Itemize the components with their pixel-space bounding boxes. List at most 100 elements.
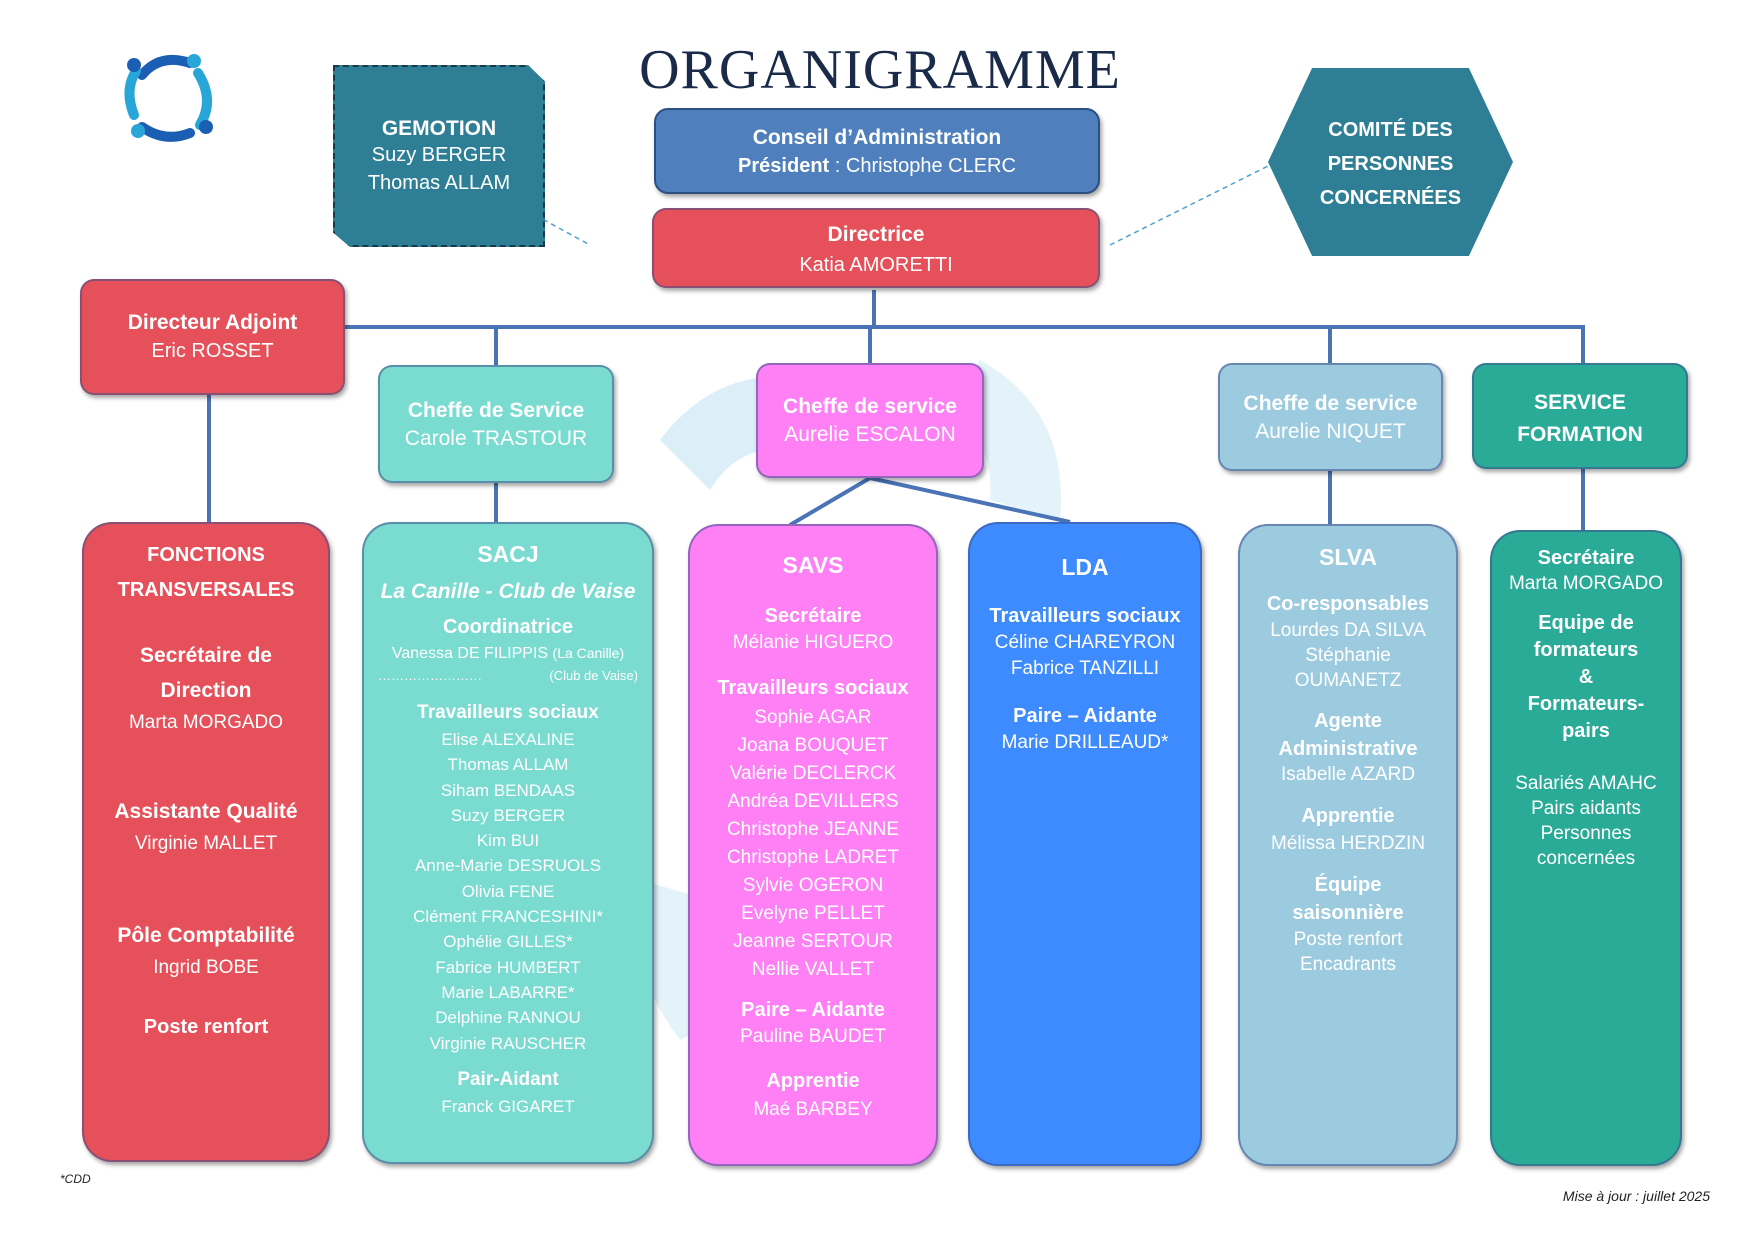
person-name: Christophe JEANNE [726,819,900,840]
person-name: Marie LABARRE* [441,982,575,1002]
person-name: Virginie RAUSCHER [429,1033,587,1053]
person-name: Sophie AGAR [754,707,872,728]
formation-item: Personnes [1540,823,1632,844]
app-name: Mélissa HERDZIN [1270,833,1426,854]
ts-title: Travailleurs sociaux [417,702,599,723]
sec-title: Secrétaire [764,605,862,627]
person-name: Céline CHAREYRON [994,632,1176,653]
adjoint-title: Directeur Adjoint [127,311,298,334]
cheffe-trastour-box: Cheffe de Service Carole TRASTOUR [378,365,614,483]
person-name: Delphine RANNOU [435,1008,581,1028]
formation-item: Pairs aidants [1531,798,1641,819]
cheffe-title: Cheffe de service [783,395,957,418]
comite-line: COMITÉ DES [1328,119,1453,141]
person-name: Jeanne SERTOUR [733,931,893,952]
fonctions-column: FONCTIONS TRANSVERSALES Secrétaire de Di… [82,522,330,1162]
person-name: Evelyne PELLET [741,903,885,924]
pair-title: Paire – Aidante [1013,705,1157,727]
savs-column: SAVS Secrétaire Mélanie HIGUERO Travaill… [688,524,938,1166]
equipe-title: formateurs [1533,639,1639,661]
person-name: Olivia FENE [461,881,555,901]
equipe-item: Poste renfort [1293,929,1403,950]
lda-title: LDA [1061,554,1109,580]
connector-cheffe-sacj [494,482,498,524]
pair-title: Pair-Aidant [457,1068,559,1090]
slva-column: SLVA Co-responsables Lourdes DA SILVA Sté… [1238,524,1458,1166]
gemotion-title: GEMOTION [381,117,497,140]
equipe-title: & [1578,666,1594,688]
person-name: Valérie DECLERCK [729,763,897,784]
pair-name: Franck GIGARET [441,1096,575,1116]
equipe-title: Equipe de [1538,612,1634,634]
pair-name: Marie DRILLEAUD* [1001,732,1169,753]
person-name: Nellie VALLET [751,959,875,980]
conseil-box: Conseil d’Administration Président : Chr… [654,108,1100,194]
directrice-box: Directrice Katia AMORETTI [652,208,1100,288]
person-name: Suzy BERGER [450,805,566,825]
cheffe-name: Aurelie NIQUET [1255,420,1406,443]
gemotion-person: Suzy BERGER [371,144,507,166]
qualite-title: Assistante Qualité [114,800,298,823]
slva-title: SLVA [1319,544,1377,570]
formation-item: Salariés AMAHC [1515,773,1657,794]
person-name: Sylvie OGERON [742,875,884,896]
coord-title: Coordinatrice [442,616,574,638]
compta-title: Pôle Comptabilité [117,924,295,947]
cheffe-title: Cheffe de service [1243,392,1418,415]
cheffe-niquet-box: Cheffe de service Aurelie NIQUET [1218,363,1443,471]
ts-title: Travailleurs sociaux [989,605,1181,627]
adjoint-box: Directeur Adjoint Eric ROSSET [80,279,345,395]
person-name: Stéphanie [1305,645,1391,666]
cheffe-name: Carole TRASTOUR [404,427,588,450]
person-name: Lourdes DA SILVA [1270,620,1426,641]
club-note: (Club de Vaise) [549,668,638,683]
secretaire-name: Marta MORGADO [128,712,284,733]
comite-line: CONCERNÉES [1319,187,1462,209]
connector-horizontal [345,325,1585,329]
connector-sacj [494,325,498,367]
pair-title: Paire – Aidante [741,999,885,1021]
sec-title: Secrétaire [1537,547,1635,569]
person-name: Clément FRANCESHINI* [413,907,603,927]
formation-column: Secrétaire Marta MORGADO Equipe de forma… [1490,530,1682,1166]
app-title: Apprentie [766,1070,860,1092]
cheffe-name: Aurelie ESCALON [784,423,956,446]
equipe-title: saisonnière [1292,902,1404,924]
directrice-title: Directrice [827,223,925,246]
president-label: Président [738,155,830,177]
sacj-title: SACJ [477,541,539,567]
comite-box: COMITÉ DES PERSONNES CONCERNÉES [1268,68,1513,256]
cdd-note: *CDD [60,1172,91,1186]
savs-title: SAVS [782,552,844,578]
connector-savs [868,325,872,365]
app-title: Apprentie [1301,805,1395,827]
co-title: Co-responsables [1266,593,1430,615]
connector-formation [1581,325,1585,365]
directrice-name: Katia AMORETTI [799,254,953,276]
coord-note: (La Canille) [552,645,625,661]
connector-adjoint-fonctions [207,395,211,523]
formation-line: FORMATION [1517,423,1643,446]
secretaire-title: Secrétaire de [140,644,272,667]
equipe-title: Formateurs- [1527,693,1645,715]
person-name: Kim BUI [476,831,540,851]
amahc-logo-icon [124,54,213,142]
person-name: Christophe LADRET [726,847,900,868]
gemotion-person: Thomas ALLAM [367,172,511,194]
sec-name: Marta MORGADO [1508,573,1664,594]
secretaire-title: Direction [160,679,252,702]
person-name: Elise ALEXALINE [441,730,575,749]
agent-title: Agente [1314,710,1382,732]
cheffe-escalon-box: Cheffe de service Aurelie ESCALON [756,363,984,478]
formation-line: SERVICE [1534,391,1626,414]
coord-name: Vanessa DE FILIPPIS [391,645,549,662]
ts-title: Travailleurs sociaux [717,677,909,699]
person-name: Thomas ALLAM [447,755,569,775]
service-formation-box: SERVICE FORMATION [1472,363,1688,469]
person-name: Anne-Marie DESRUOLS [414,856,602,876]
sacj-column: SACJ La Canille - Club de Vaise Coordina… [362,522,654,1164]
connector-formation-col [1581,468,1585,530]
formation-item: concernées [1536,848,1636,869]
app-name: Maé BARBEY [753,1099,873,1120]
equipe-title: Équipe [1314,874,1382,896]
